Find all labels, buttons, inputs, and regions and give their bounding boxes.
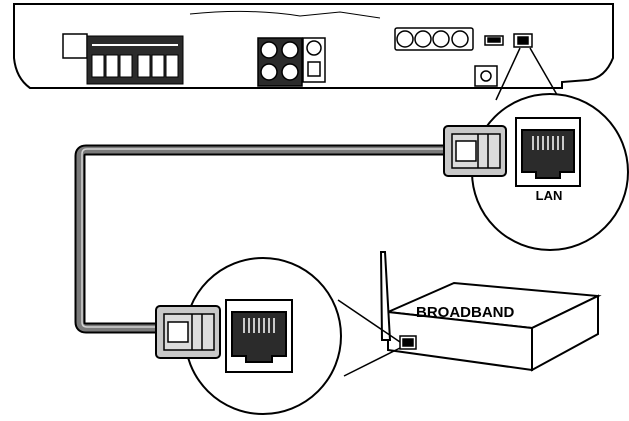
router-zoom-callout-lines [337, 299, 401, 377]
left-panel-connector [62, 33, 88, 59]
broadband-label: BROADBAND [416, 304, 514, 321]
panel-button [474, 65, 498, 87]
broadband-router [384, 281, 602, 372]
router-lan-port [399, 335, 417, 350]
lan-label: LAN [536, 188, 563, 203]
audio-input-jacks [257, 37, 326, 87]
router-socket-bottom [225, 299, 293, 373]
network-cable [74, 144, 448, 334]
lan-zoom-callout-lines [495, 47, 561, 101]
speaker-terminal-block [86, 35, 184, 85]
lan-socket-top [515, 117, 581, 187]
lan-cable-plug-top [443, 125, 507, 177]
av-output-jacks [394, 27, 474, 51]
hdmi-port [484, 35, 504, 46]
lan-port-on-unit [513, 33, 533, 48]
router-cable-plug-bottom [155, 305, 221, 359]
router-antenna [379, 251, 392, 341]
